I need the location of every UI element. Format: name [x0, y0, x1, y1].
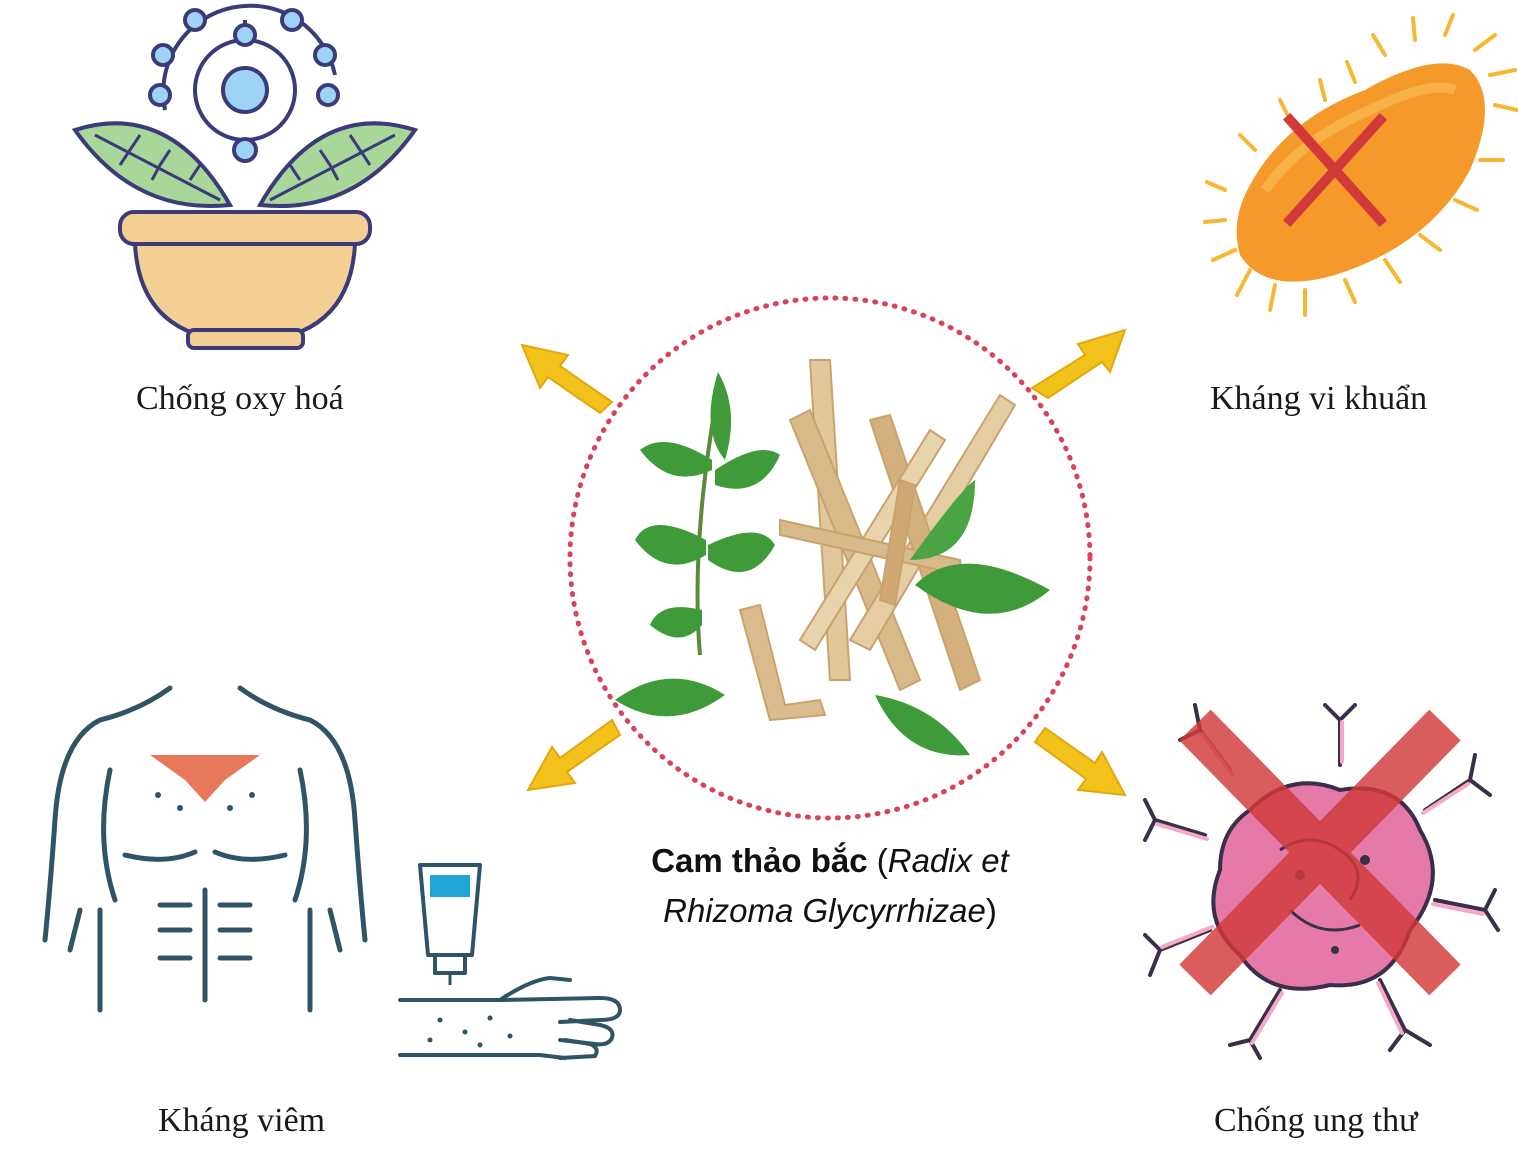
paren-close: ) [985, 892, 997, 929]
licorice-root-icon [738, 359, 1017, 722]
effect-label-anti-inflammatory: Kháng viêm [158, 1102, 326, 1139]
bacteria-crossed-icon [1203, 13, 1518, 317]
herb-latin-name-line2: Rhizoma Glycyrrhizae [663, 892, 986, 929]
torso-ointment-icon [42, 685, 623, 1060]
herb-latin-name-line1: Radix et [887, 842, 1009, 879]
effect-label-antibacterial: Kháng vi khuẩn [1210, 380, 1428, 417]
herb-common-name: Cam thảo bắc [651, 842, 868, 879]
plant-bowl-atom-icon [71, 3, 419, 350]
herb-name-caption: Cam thảo bắc (Radix et Rhizoma Glycyrrhi… [600, 836, 1060, 936]
effect-label-antioxidant: Chống oxy hoá [136, 380, 344, 417]
leaf-icon [615, 678, 725, 717]
leaf-branch-icon [635, 372, 780, 656]
leaf-icon [915, 563, 1050, 614]
cancer-cell-crossed-icon [1143, 703, 1500, 1060]
effect-label-anticancer: Chống ung thư [1214, 1102, 1418, 1139]
leaf-icon [875, 695, 970, 756]
paren-open: ( [867, 842, 888, 879]
leaf-icon [910, 480, 975, 560]
